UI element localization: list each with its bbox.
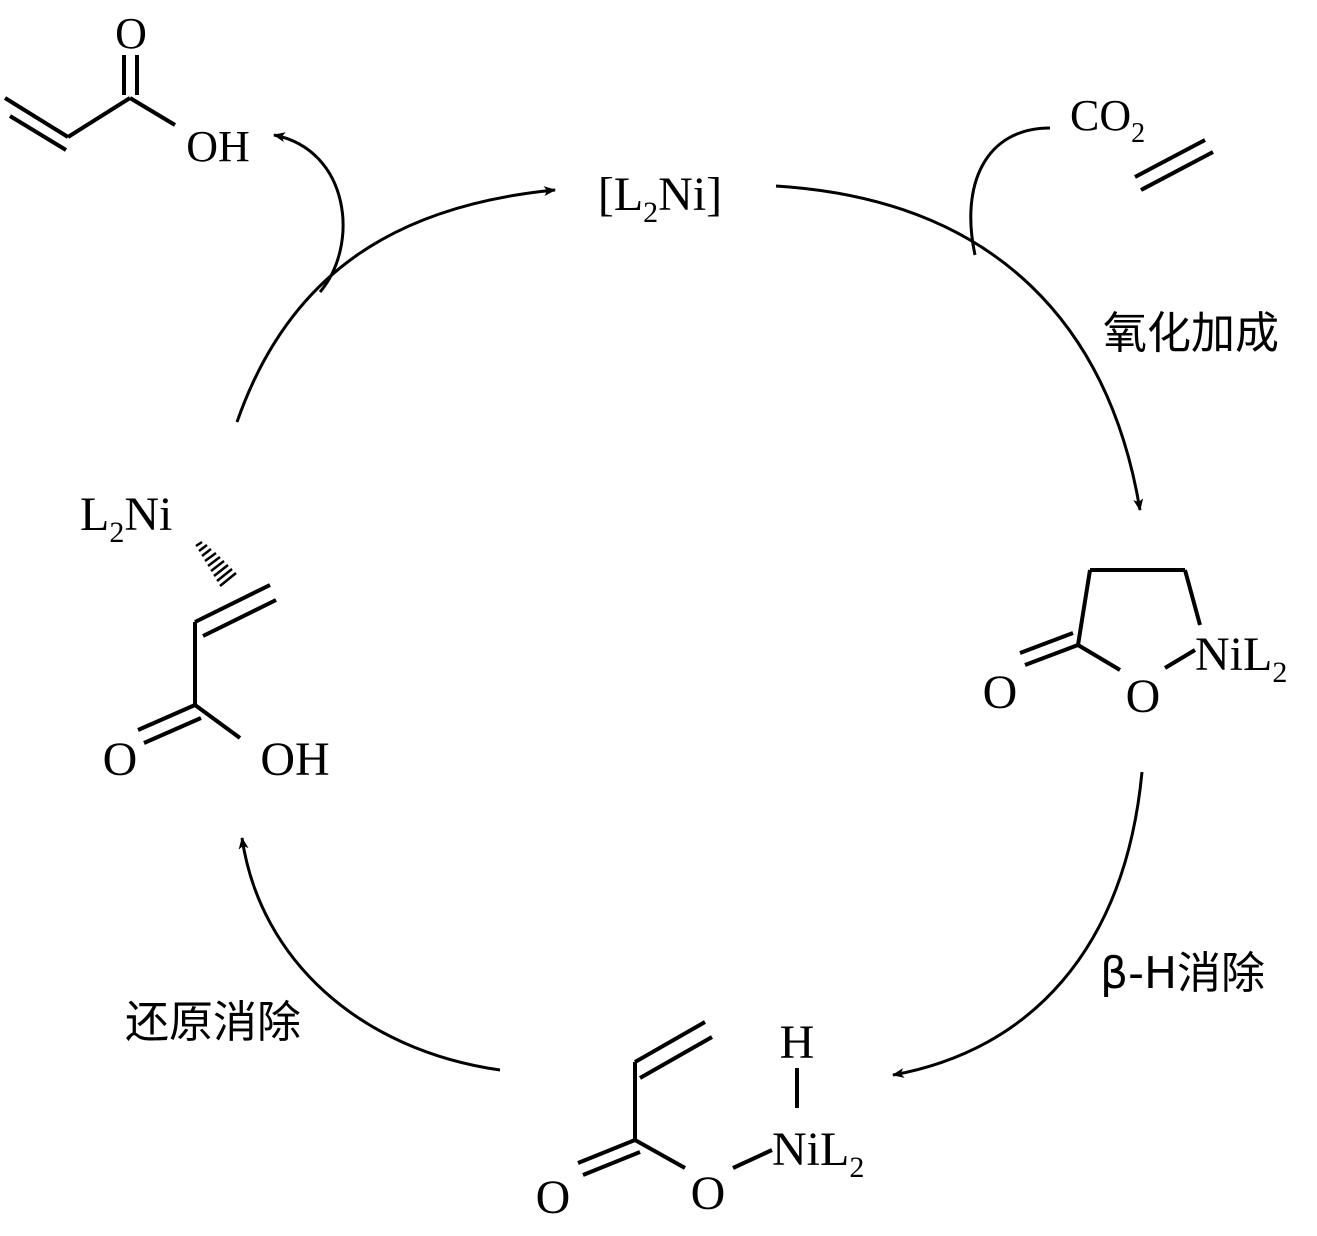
co2-label: CO2 bbox=[1070, 91, 1145, 149]
arrow-oxidative-addition bbox=[775, 184, 1144, 511]
pi-complex-ni: L2Ni bbox=[80, 488, 172, 549]
carbonyl-oxygen-label: O bbox=[115, 9, 147, 58]
hydride-carbonyl-o: O bbox=[536, 1171, 571, 1224]
arrow-product-release bbox=[273, 132, 345, 293]
reactants: CO2 bbox=[969, 91, 1214, 256]
step-oxidative-addition: 氧化加成 bbox=[1103, 308, 1279, 359]
metallacycle-ring-o: O bbox=[1126, 670, 1161, 723]
step-reductive-elimination: 还原消除 bbox=[125, 997, 301, 1048]
arrow-to-catalyst bbox=[235, 186, 556, 423]
hydride-intermediate: H O O NiL2 bbox=[536, 1016, 865, 1224]
nickelacycle-intermediate: O O NiL2 bbox=[983, 568, 1287, 723]
hydride-ni: NiL2 bbox=[772, 1123, 864, 1184]
pi-complex-carbonyl-o: O bbox=[103, 733, 138, 786]
arrow-reductive-elimination bbox=[238, 837, 501, 1072]
hashed-wedge-bond bbox=[195, 540, 237, 587]
metallacycle-carbonyl-o: O bbox=[983, 666, 1018, 719]
pi-complex-intermediate: L2Ni O OH bbox=[80, 488, 330, 786]
acrylic-acid-product: O OH bbox=[3, 9, 250, 171]
step-beta-h-elimination: β-H消除 bbox=[1100, 948, 1265, 999]
metallacycle-ni: NiL2 bbox=[1195, 628, 1287, 689]
hydride-ester-o: O bbox=[691, 1167, 726, 1220]
hydroxyl-label: OH bbox=[186, 122, 250, 171]
reactant-entry-arc bbox=[969, 126, 1051, 256]
hydride-h: H bbox=[780, 1016, 815, 1069]
pi-complex-hydroxyl: OH bbox=[260, 733, 329, 786]
catalyst-label: [L2Ni] bbox=[598, 168, 722, 229]
arrow-beta-h-elimination bbox=[892, 771, 1144, 1078]
